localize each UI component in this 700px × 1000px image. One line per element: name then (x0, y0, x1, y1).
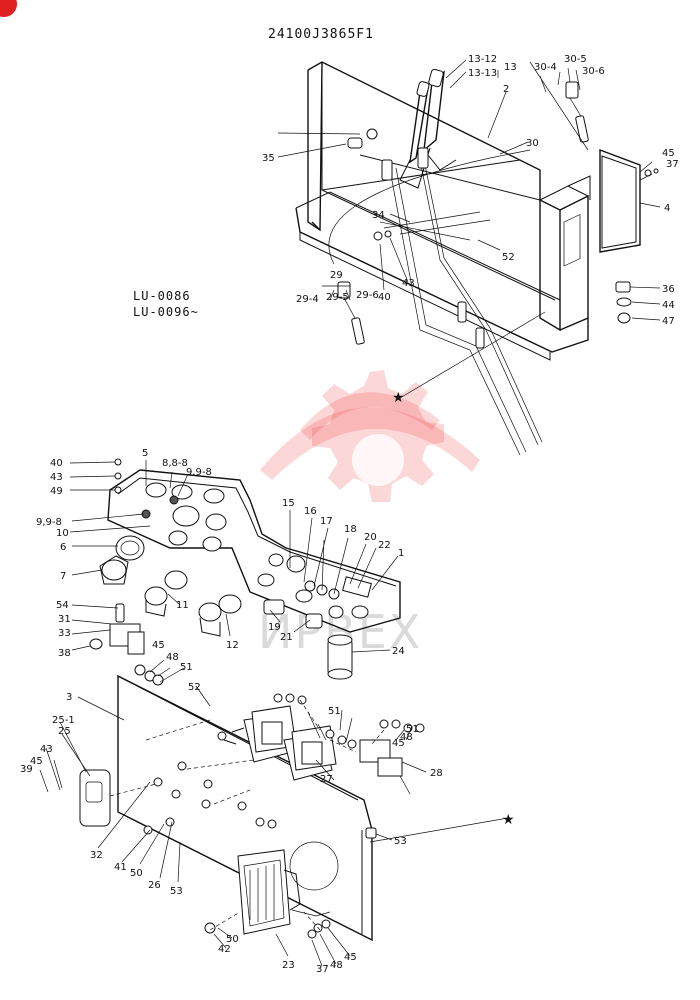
label-17: 17 (320, 516, 333, 527)
label-2: 2 (503, 84, 509, 95)
label-36: 36 (662, 284, 675, 295)
rear-panel (79, 674, 509, 942)
label-8: 8,8-8 (162, 458, 188, 469)
label-4: 4 (664, 203, 670, 214)
label-44: 44 (662, 300, 675, 311)
label-39: 39 (20, 764, 33, 775)
part-labels: 1 2 3 4 5 6 7 8,8-8 9,9-8 9,9-8 10 11 12… (20, 54, 679, 975)
label-42: 42 (218, 944, 231, 955)
label-16: 16 (304, 506, 317, 517)
label-51-right: 51 (406, 724, 419, 735)
label-31: 31 (58, 614, 71, 625)
label-51-center: 51 (328, 706, 341, 717)
label-32: 32 (90, 850, 103, 861)
watermark-logo (260, 370, 480, 502)
label-41: 41 (114, 862, 127, 873)
label-21: 21 (280, 632, 293, 643)
label-37-bottom: 37 (316, 964, 329, 975)
gauge-panel (89, 458, 401, 686)
label-40-top: 40 (378, 292, 391, 303)
label-30-4: 30-4 (534, 62, 557, 73)
label-11: 11 (176, 600, 189, 611)
label-52-top: 52 (502, 252, 515, 263)
label-23: 23 (282, 960, 295, 971)
label-51-mid: 51 (180, 662, 193, 673)
label-13-12: 13-12 (468, 54, 497, 65)
label-29-4: 29-4 (296, 294, 319, 305)
label-26: 26 (148, 880, 161, 891)
label-53-left: 53 (170, 886, 183, 897)
label-45-mid: 45 (152, 640, 165, 651)
label-6: 6 (60, 542, 66, 553)
label-37-top: 37 (666, 159, 679, 170)
label-10: 10 (56, 528, 69, 539)
label-49: 49 (50, 486, 63, 497)
label-48-mid: 48 (166, 652, 179, 663)
label-45-right: 45 (392, 738, 405, 749)
label-50-bottom: 50 (226, 934, 239, 945)
label-30: 30 (526, 138, 539, 149)
label-43-left: 43 (40, 744, 53, 755)
bottom-callouts (39, 685, 427, 967)
label-12: 12 (226, 640, 239, 651)
label-38: 38 (58, 648, 71, 659)
label-25: 25 (58, 726, 71, 737)
label-35: 35 (262, 153, 275, 164)
label-45-top: 45 (662, 148, 675, 159)
label-30-5: 30-5 (564, 54, 587, 65)
label-27: 27 (320, 774, 333, 785)
label-29-5: 29-5 (326, 292, 349, 303)
label-45-left: 45 (30, 756, 43, 767)
label-43-top: 43 (402, 278, 415, 289)
middle-callouts (69, 460, 399, 683)
label-52-mid: 52 (188, 682, 201, 693)
model-code-1: LU-0086 (133, 289, 191, 303)
label-15: 15 (282, 498, 295, 509)
corner-brand-badge (0, 0, 17, 17)
label-48-bottom: 48 (330, 960, 343, 971)
control-frame (295, 61, 641, 361)
diagram-code: 24100J3865F1 (268, 27, 374, 42)
label-29: 29 (330, 270, 343, 281)
label-50-left: 50 (130, 868, 143, 879)
label-7: 7 (60, 571, 66, 582)
label-45-bottom: 45 (344, 952, 357, 963)
label-53-right: 53 (394, 836, 407, 847)
label-9-left: 9,9-8 (36, 517, 62, 528)
label-22: 22 (378, 540, 391, 551)
label-20: 20 (364, 532, 377, 543)
label-25-1: 25-1 (52, 715, 75, 726)
label-18: 18 (344, 524, 357, 535)
label-13: 13 (504, 62, 517, 73)
label-43-mid: 43 (50, 472, 63, 483)
label-33: 33 (58, 628, 71, 639)
label-19: 19 (268, 622, 281, 633)
label-29-6: 29-6 (356, 290, 379, 301)
label-40-mid: 40 (50, 458, 63, 469)
star-marker-bottom: ★ (502, 812, 515, 828)
model-code-2: LU-0096~ (133, 305, 199, 319)
label-9-top: 9,9-8 (186, 467, 212, 478)
label-13-13: 13-13 (468, 68, 497, 79)
label-34: 34 (372, 210, 385, 221)
label-28: 28 (430, 768, 443, 779)
label-24: 24 (392, 646, 405, 657)
label-47: 47 (662, 316, 675, 327)
label-30-6: 30-6 (582, 66, 605, 77)
label-48-right: 48 (400, 732, 413, 743)
label-3: 3 (66, 692, 72, 703)
label-1: 1 (398, 548, 404, 559)
star-marker-top: ★ (392, 390, 405, 406)
top-callouts (277, 59, 661, 399)
label-5: 5 (142, 448, 148, 459)
control-levers (337, 68, 659, 456)
label-54: 54 (56, 600, 69, 611)
